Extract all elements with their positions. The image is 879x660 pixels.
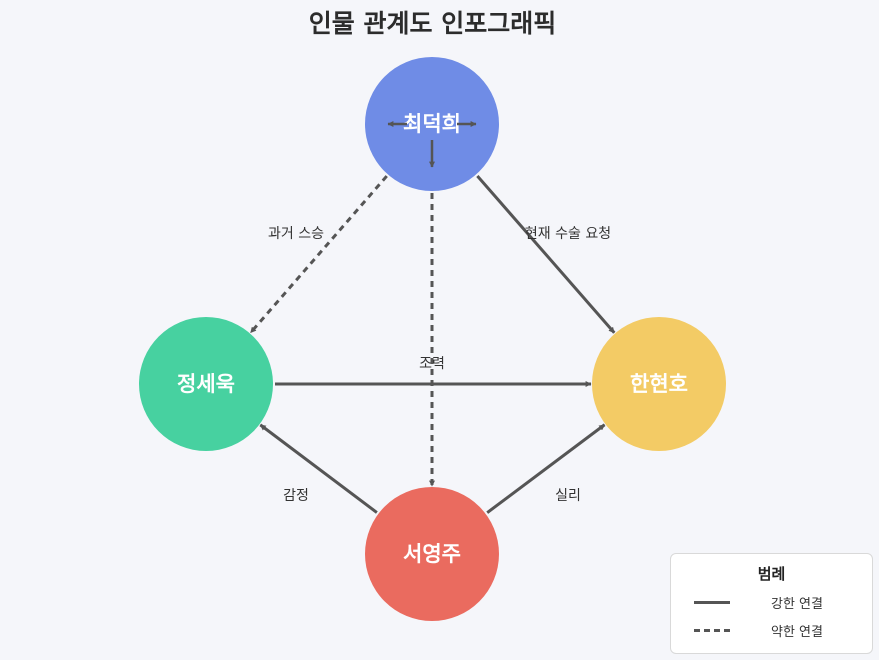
edge-choi-jeong bbox=[249, 175, 388, 334]
node-label-choi: 최덕희 bbox=[403, 112, 461, 136]
legend: 범례 강한 연결 약한 연결 bbox=[670, 553, 873, 654]
legend-item-strong: 강한 연결 bbox=[671, 592, 872, 612]
node-circle-han bbox=[592, 317, 726, 451]
edge-label-jeong-han: 조력 bbox=[419, 356, 445, 372]
page-title: 인물 관계도 인포그래픽 bbox=[308, 9, 557, 38]
node-circle-seo bbox=[365, 487, 499, 621]
legend-label-strong: 강한 연결 bbox=[771, 597, 823, 612]
solid-line-swatch bbox=[694, 601, 730, 604]
node-choi[interactable]: 최덕희 bbox=[365, 57, 499, 191]
legend-item-weak: 약한 연결 bbox=[671, 620, 872, 640]
node-han[interactable]: 한현호 bbox=[592, 317, 726, 451]
node-seo[interactable]: 서영주 bbox=[365, 487, 499, 621]
edge-label-seo-han: 실리 bbox=[555, 488, 581, 504]
edge-seo-han bbox=[486, 423, 606, 514]
node-label-jeong: 정세욱 bbox=[177, 372, 235, 396]
edge-label-seo-jeong: 감정 bbox=[283, 488, 309, 504]
edge-label-choi-han: 현재 수술 요청 bbox=[525, 226, 611, 242]
edge-choi-han bbox=[476, 174, 616, 334]
self-arrows bbox=[387, 121, 477, 168]
edge-seo-jeong bbox=[259, 423, 378, 514]
edge-label-choi-jeong: 과거 스승 bbox=[268, 226, 324, 242]
node-label-han: 한현호 bbox=[630, 372, 688, 396]
legend-title: 범례 bbox=[757, 565, 786, 583]
legend-label-weak: 약한 연결 bbox=[771, 625, 823, 640]
edges-layer bbox=[249, 174, 616, 514]
dashed-line-swatch bbox=[694, 629, 730, 632]
node-circle-jeong bbox=[139, 317, 273, 451]
node-circle-choi bbox=[365, 57, 499, 191]
node-label-seo: 서영주 bbox=[403, 542, 461, 566]
node-jeong[interactable]: 정세욱 bbox=[139, 317, 273, 451]
